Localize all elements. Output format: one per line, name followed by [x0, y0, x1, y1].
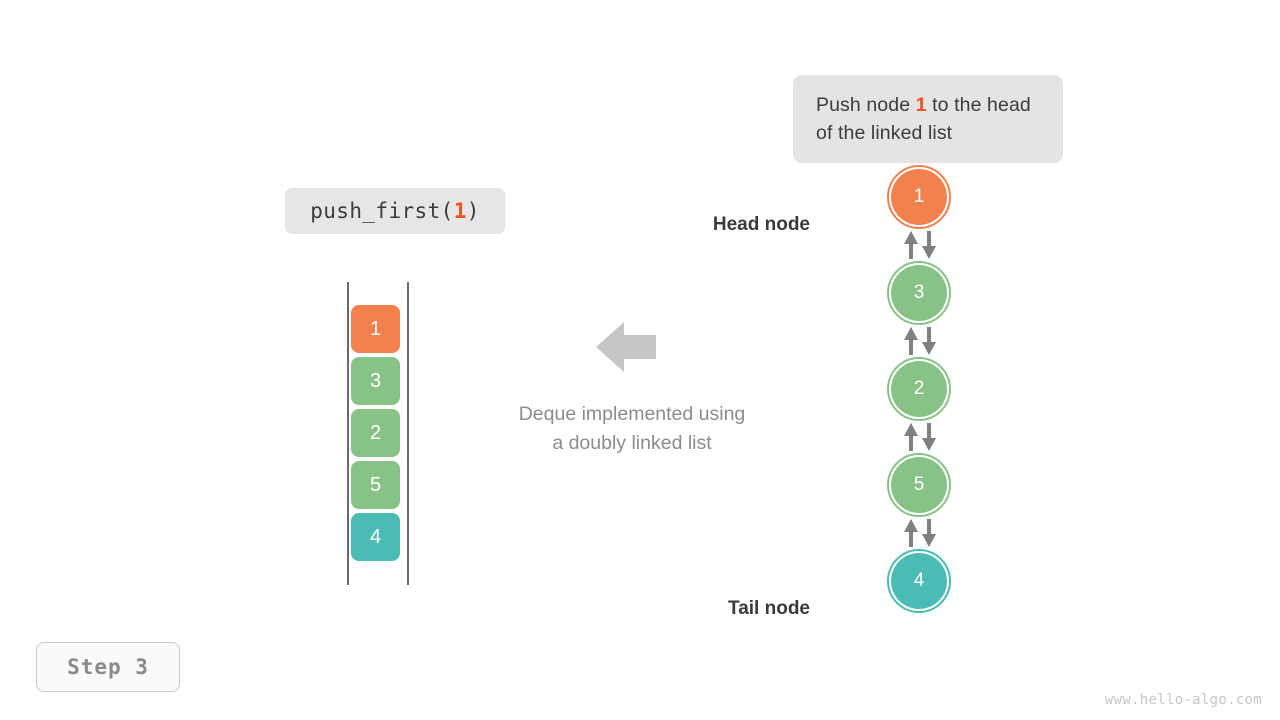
operation-code-text: push_first(1)	[310, 199, 480, 223]
array-rail-left	[347, 282, 349, 585]
array-cell-value: 1	[369, 317, 382, 340]
deque-array-column: 1 3 2 5 4	[340, 282, 416, 590]
step-badge-label: Step 3	[67, 655, 149, 679]
diagram-caption: Deque implemented using a doubly linked …	[452, 400, 812, 458]
list-node: 4	[891, 553, 947, 609]
node-ring	[887, 165, 951, 229]
code-suffix: )	[466, 199, 480, 223]
list-node: 2	[891, 361, 947, 417]
head-node-label: Head node	[712, 214, 810, 235]
array-cell: 3	[351, 357, 400, 405]
array-cell-value: 3	[369, 369, 382, 392]
node-ring	[887, 357, 951, 421]
callout-text-before: Push node	[816, 94, 916, 116]
list-node-value: 1	[913, 186, 925, 207]
list-node: 1	[891, 169, 947, 225]
list-node: 5	[891, 457, 947, 513]
array-cell-value: 4	[369, 525, 382, 548]
array-cell-value: 2	[369, 421, 382, 444]
operation-code-label: push_first(1)	[285, 188, 505, 234]
step-badge: Step 3	[36, 642, 180, 692]
node-ring	[887, 261, 951, 325]
doubly-linked-list: 1 3 2 5 4	[860, 165, 990, 650]
callout-text: Push node 1 to the head of the linked li…	[816, 91, 1040, 147]
code-argument: 1	[453, 199, 467, 223]
callout-box: Push node 1 to the head of the linked li…	[793, 75, 1063, 163]
array-cell-value: 5	[369, 473, 382, 496]
caption-line-2: a doubly linked list	[552, 432, 712, 454]
node-link-arrows	[860, 231, 990, 259]
array-cell: 5	[351, 461, 400, 509]
watermark: www.hello-algo.com	[1104, 692, 1262, 708]
callout-highlight-value: 1	[915, 94, 927, 116]
list-node: 3	[891, 265, 947, 321]
node-link-arrows	[860, 519, 990, 547]
array-cell: 4	[351, 513, 400, 561]
callout-text-after: to the head of the linked list	[816, 94, 1031, 144]
list-node-value: 3	[913, 282, 925, 303]
left-arrow-icon	[596, 320, 656, 374]
list-node-value: 5	[913, 474, 925, 495]
node-link-arrows	[860, 423, 990, 451]
list-node-value: 4	[913, 570, 925, 591]
tail-node-label: Tail node	[728, 598, 810, 619]
array-cell: 1	[351, 305, 400, 353]
node-ring	[887, 549, 951, 613]
array-rail-right	[407, 282, 409, 585]
array-box-list: 1 3 2 5 4	[351, 305, 400, 561]
array-cell: 2	[351, 409, 400, 457]
caption-line-1: Deque implemented using	[518, 403, 746, 425]
list-node-value: 2	[913, 378, 925, 399]
node-ring	[887, 453, 951, 517]
code-prefix: push_first(	[310, 199, 454, 223]
node-link-arrows	[860, 327, 990, 355]
